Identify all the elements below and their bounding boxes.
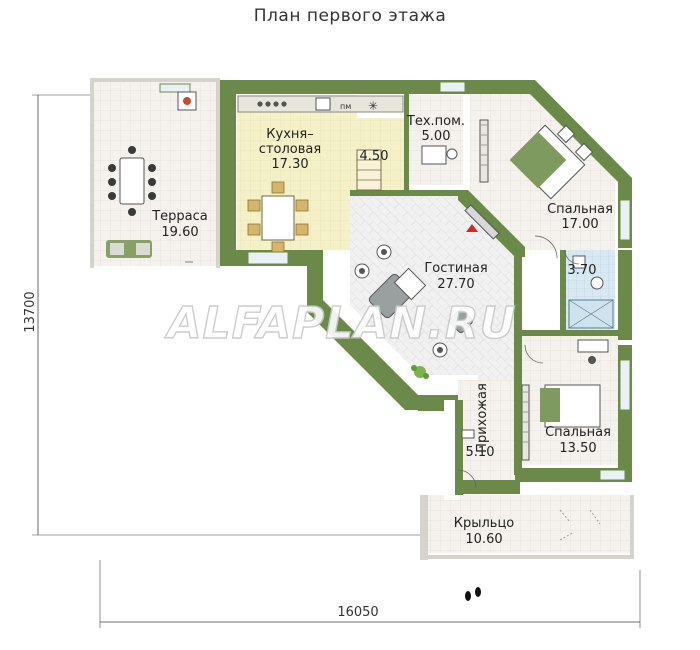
bathroom-area: 3.70 bbox=[568, 263, 597, 278]
dimension-width: 16050 bbox=[99, 560, 641, 628]
living-room-area: 27.70 bbox=[437, 277, 474, 292]
bedroom1-name: Спальная bbox=[547, 202, 613, 217]
tech-room-area: 5.00 bbox=[422, 129, 451, 144]
terrace-area: 19.60 bbox=[161, 225, 198, 240]
height-dimension-label: 13700 bbox=[23, 291, 38, 332]
page-title: План первого этажа bbox=[253, 6, 447, 26]
wardrobe2-icon bbox=[521, 384, 530, 461]
footprints-icon bbox=[465, 587, 481, 601]
svg-text:пм: пм bbox=[340, 102, 351, 111]
kitchen-name-line2: столовая bbox=[259, 142, 321, 157]
hall-name: Прихожая bbox=[475, 383, 490, 453]
chair-icon bbox=[108, 164, 116, 172]
wardrobe-icon bbox=[479, 119, 489, 183]
toilet-icon bbox=[590, 276, 604, 290]
living-room-floor bbox=[350, 192, 520, 380]
porch-area: 10.60 bbox=[465, 532, 502, 547]
doors bbox=[185, 235, 580, 489]
furniture: пм ✳ bbox=[106, 91, 614, 601]
sink-icon bbox=[315, 97, 331, 111]
terrace-name: Терраса bbox=[151, 209, 208, 224]
living-room-name: Гостиная bbox=[424, 261, 487, 276]
bedroom1-area: 17.00 bbox=[561, 217, 598, 232]
plant-icon bbox=[411, 365, 429, 379]
pantry-area: 4.50 bbox=[360, 149, 389, 164]
watermark: ALFAPLAN.RU bbox=[164, 298, 516, 349]
coffee-table bbox=[393, 267, 427, 301]
hanger-icon bbox=[461, 429, 475, 439]
width-dimension-label: 16050 bbox=[337, 605, 378, 620]
bedroom2-name: Спальная bbox=[545, 425, 611, 440]
desk-icon bbox=[577, 339, 609, 353]
kitchen-area: 17.30 bbox=[271, 157, 308, 172]
room-labels: Терраса 19.60 Кухня– столовая 17.30 4.50… bbox=[151, 114, 613, 547]
tech-room-name: Тех.пом. bbox=[406, 114, 465, 129]
porch-name: Крыльцо bbox=[454, 516, 515, 531]
dimension-height: 13700 bbox=[23, 94, 420, 536]
washbasin-icon bbox=[572, 255, 586, 269]
svg-text:✳: ✳ bbox=[368, 99, 378, 113]
tech-room-floor bbox=[408, 95, 463, 185]
hall-area: 5.10 bbox=[466, 445, 495, 460]
terrace-table bbox=[119, 157, 145, 205]
windows bbox=[159, 81, 631, 481]
fireplace-icon bbox=[464, 204, 500, 240]
terrace-floor bbox=[92, 80, 218, 266]
kitchen-name-line1: Кухня– bbox=[266, 127, 313, 142]
armchair-icon bbox=[449, 309, 473, 333]
kitchen-table bbox=[261, 195, 295, 241]
bedroom2-area: 13.50 bbox=[559, 441, 596, 456]
boiler-icon bbox=[421, 145, 447, 165]
